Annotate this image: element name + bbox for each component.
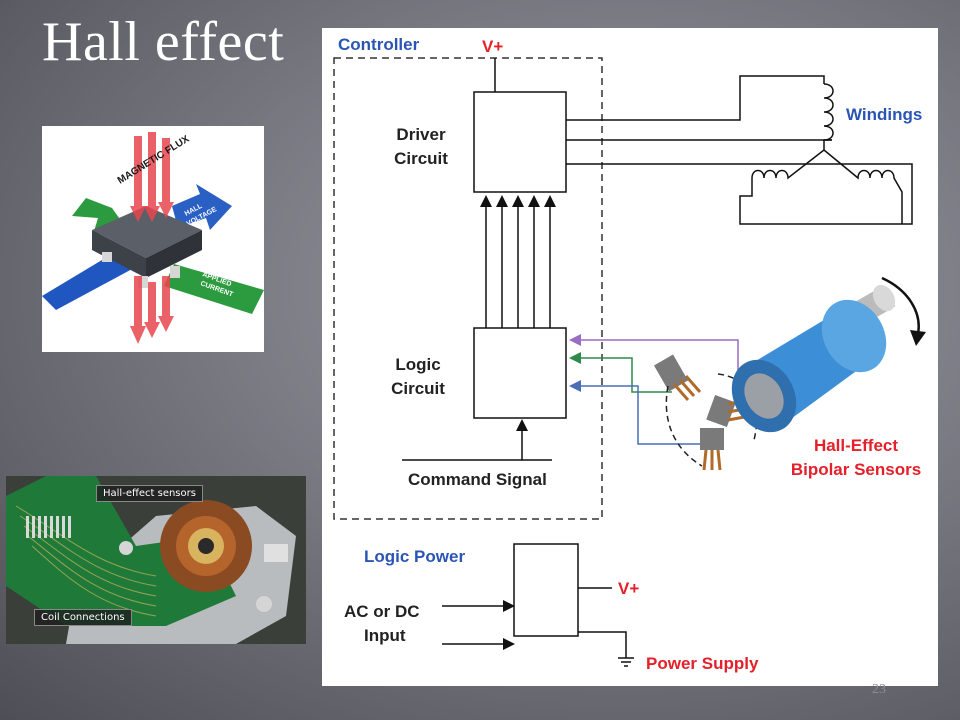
ground-icon	[618, 657, 634, 667]
motor-pcb-photo: Hall-effect sensors Coil Connections	[6, 476, 306, 644]
slide-title: Hall effect	[42, 11, 285, 73]
logic-power-label: Logic Power	[364, 547, 465, 566]
controller-diagram-svg: Controller V+ Driver Circuit Windings	[333, 35, 926, 673]
hall-sensors-label-line2: Bipolar Sensors	[791, 460, 921, 479]
page-number: 23	[872, 682, 886, 697]
ac-dc-label-line2: Input	[364, 626, 406, 645]
hall-effect-sensors-caption: Hall-effect sensors	[96, 485, 203, 502]
v-plus-supply-label: V+	[618, 579, 639, 598]
controller-label: Controller	[338, 35, 420, 54]
motor-rotor	[731, 276, 926, 433]
connector-pins	[26, 516, 71, 538]
power-supply-label: Power Supply	[646, 654, 759, 673]
v-plus-top-label: V+	[482, 37, 503, 56]
chip-top	[92, 206, 202, 258]
hall-sensor-illustration: APPLIED CURRENT HALL VOLTAGE MAGNETIC FL…	[42, 126, 264, 352]
windings-coils	[739, 83, 903, 225]
ac-dc-label-line1: AC or DC	[344, 602, 420, 621]
hall-sensor-svg: APPLIED CURRENT HALL VOLTAGE MAGNETIC FL…	[42, 132, 264, 344]
winding-wires	[566, 75, 913, 225]
logic-label-line2: Circuit	[391, 379, 445, 398]
windings-label: Windings	[846, 105, 922, 124]
chip-lead	[170, 266, 180, 278]
chip-lead	[138, 276, 148, 288]
driver-circuit-box	[473, 91, 567, 193]
logic-label-line1: Logic	[395, 355, 440, 374]
bldc-controller-diagram: Controller V+ Driver Circuit Windings	[322, 28, 938, 686]
command-signal-wire	[516, 419, 552, 461]
controller-enclosure	[333, 57, 603, 520]
current-strip-left	[42, 254, 134, 310]
chip-lead	[102, 252, 112, 262]
chip-left-face	[92, 230, 146, 278]
chip-right-face	[146, 230, 202, 278]
logic-circuit-box	[473, 327, 567, 419]
voltage-arrow	[172, 184, 232, 230]
sensor-line-purple	[569, 334, 739, 376]
current-strip-right	[164, 264, 264, 314]
sensor-line-green	[569, 352, 672, 393]
driver-label-line1: Driver	[396, 125, 446, 144]
ground-wire	[578, 631, 627, 658]
power-supply-box	[513, 543, 579, 637]
hall-sensors-label-line1: Hall-Effect	[814, 436, 898, 455]
command-signal-label: Command Signal	[408, 470, 547, 489]
coil-connections-caption: Coil Connections	[34, 609, 132, 626]
flux-arrows	[130, 132, 174, 344]
sensor-line-blue	[569, 380, 714, 445]
driver-label-line2: Circuit	[394, 149, 448, 168]
logic-to-driver-arrows	[480, 195, 556, 328]
